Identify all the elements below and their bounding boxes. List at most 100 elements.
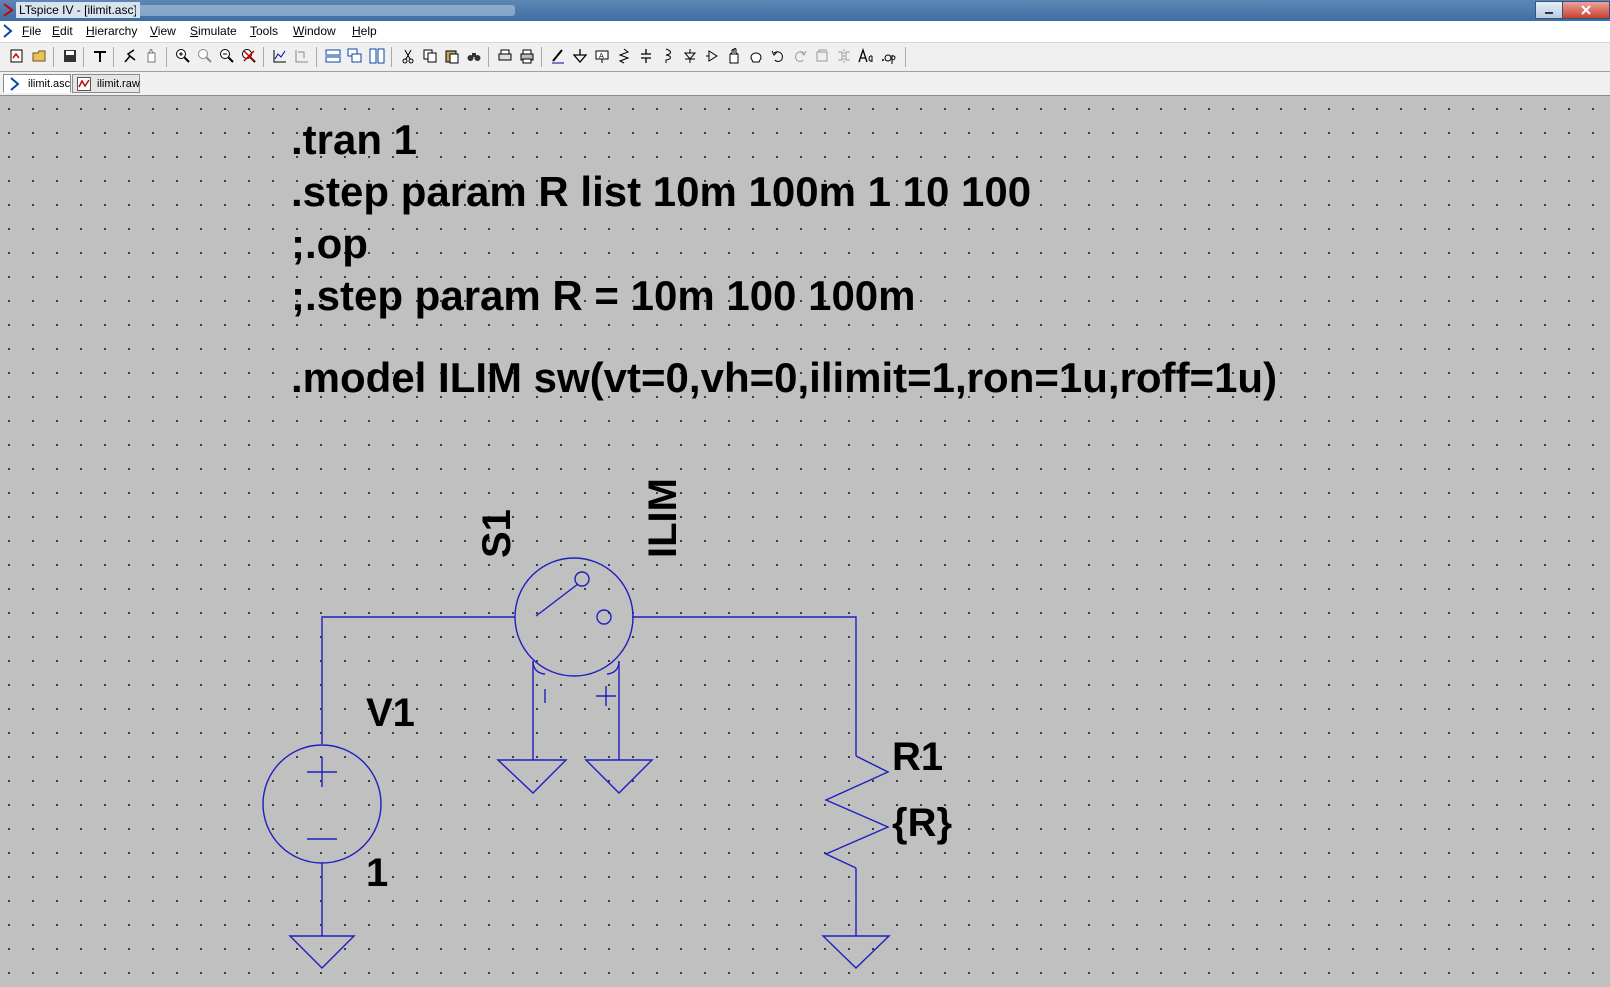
save-button[interactable] (62, 48, 78, 64)
document-tab-bar: ilimit.asc ilimit.raw (0, 72, 1610, 96)
toolbar: A (0, 43, 1610, 72)
resistor-button[interactable] (616, 48, 632, 64)
ltspice-app-icon (3, 3, 14, 17)
voltage-source-v1[interactable] (262, 744, 382, 864)
schematic-canvas[interactable]: .tran 1 .step param R list 10m 100m 1 10… (0, 96, 1610, 987)
halt-icon (147, 49, 156, 63)
autorange-button[interactable] (272, 48, 288, 64)
v1-instance-name[interactable]: V1 (366, 691, 415, 735)
wire-icon (552, 49, 564, 64)
undo-button[interactable] (770, 48, 786, 64)
run-button[interactable] (122, 48, 138, 64)
open-icon (32, 50, 46, 62)
cut-button[interactable] (400, 48, 416, 64)
capacitor-button[interactable] (638, 48, 654, 64)
spice-directive-button[interactable] (880, 48, 896, 64)
toolbar-separator (905, 47, 906, 67)
undo-icon (771, 50, 783, 62)
s1-instance-name[interactable]: S1 (475, 509, 519, 558)
print-setup-button[interactable] (497, 48, 513, 64)
redo-button[interactable] (792, 48, 808, 64)
find-icon (467, 53, 481, 61)
spice-directive-step[interactable]: .step param R list 10m 100m 1 10 100 (291, 168, 1032, 215)
zoom-back-icon (295, 50, 308, 63)
spice-comment-op[interactable]: ;.op (291, 220, 368, 267)
wire-button[interactable] (550, 48, 566, 64)
new-schematic-icon (10, 49, 23, 63)
inductor-icon (665, 48, 671, 63)
halt-button[interactable] (144, 48, 160, 64)
r1-instance-name[interactable]: R1 (892, 735, 944, 779)
new-schematic-button[interactable] (9, 48, 25, 64)
svg-text:A: A (599, 52, 604, 60)
s1-model-name[interactable]: ILIM (641, 478, 685, 558)
r1-value[interactable]: {R} (892, 801, 953, 845)
component-button[interactable] (704, 48, 720, 64)
label-net-button[interactable]: A (594, 48, 610, 64)
diode-icon (683, 49, 697, 63)
cascade-button[interactable] (347, 48, 363, 64)
tab-ilimit-raw[interactable]: ilimit.raw (72, 74, 140, 93)
ground-symbol-switch-plus[interactable] (584, 759, 654, 794)
inductor-button[interactable] (660, 48, 676, 64)
rotate-icon (816, 49, 828, 62)
redo-icon (795, 50, 807, 62)
print-icon (520, 49, 534, 64)
ground-symbol-v1[interactable] (288, 935, 356, 969)
menu-tools[interactable]: Tools (250, 24, 279, 38)
paste-button[interactable] (444, 48, 460, 64)
menu-edit[interactable]: Edit (52, 24, 73, 38)
zoom-in-button[interactable] (175, 48, 191, 64)
zoom-back-button[interactable] (294, 48, 310, 64)
tile-vertical-button[interactable] (369, 48, 385, 64)
print-setup-icon (498, 49, 512, 61)
print-button[interactable] (519, 48, 535, 64)
toolbar-separator (391, 47, 392, 67)
menu-view[interactable]: View (150, 24, 176, 38)
ground-symbol-switch-minus[interactable] (496, 759, 568, 794)
control-panel-icon (94, 51, 106, 62)
ground-button[interactable] (572, 48, 588, 64)
wire-v1-to-switch[interactable] (321, 616, 515, 744)
copy-button[interactable] (422, 48, 438, 64)
spice-directive-model[interactable]: .model ILIM sw(vt=0,vh=0,ilimit=1,ron=1u… (291, 354, 1278, 401)
zoom-out-button[interactable] (219, 48, 235, 64)
spice-comment-step[interactable]: ;.step param R = 10m 100 100m (291, 272, 916, 319)
cascade-icon (347, 48, 362, 63)
mirror-button[interactable] (836, 48, 852, 64)
toolbar-separator (316, 47, 317, 67)
minimize-button[interactable] (1535, 1, 1563, 19)
zoom-fit-button[interactable] (241, 48, 257, 64)
drag-button[interactable] (748, 48, 764, 64)
toolbar-separator (263, 47, 264, 67)
tab-label: ilimit.raw (97, 78, 140, 90)
find-button[interactable] (466, 48, 482, 64)
close-button[interactable] (1562, 1, 1610, 19)
diode-button[interactable] (682, 48, 698, 64)
document-system-menu-icon[interactable] (2, 24, 14, 38)
circuit-drawing (262, 557, 891, 969)
resistor-r1[interactable] (824, 755, 890, 869)
menu-hierarchy[interactable]: Hierarchy (86, 24, 138, 38)
menu-window[interactable]: Window (293, 24, 336, 38)
menu-simulate[interactable]: Simulate (190, 24, 237, 38)
text-button[interactable] (858, 48, 874, 64)
spice-directive-tran[interactable]: .tran 1 (291, 116, 418, 163)
zoom-out-icon (220, 49, 234, 63)
control-panel-button[interactable] (92, 48, 108, 64)
menu-help[interactable]: Help (352, 24, 377, 38)
menu-file[interactable]: File (22, 24, 42, 38)
wire-switch-to-r1[interactable] (632, 616, 857, 756)
ground-symbol-r1[interactable] (821, 935, 891, 969)
open-button[interactable] (32, 48, 48, 64)
tab-ilimit-asc[interactable]: ilimit.asc (3, 74, 71, 93)
toolbar-separator (113, 47, 114, 67)
voltage-controlled-switch-s1[interactable] (514, 557, 634, 760)
move-button[interactable] (726, 48, 742, 64)
pan-button[interactable] (197, 48, 213, 64)
waveform-icon (77, 77, 91, 91)
v1-value[interactable]: 1 (366, 851, 389, 895)
rotate-button[interactable] (814, 48, 830, 64)
tile-horizontal-button[interactable] (325, 48, 341, 64)
title-bar: LTspice IV - [ilimit.asc] (0, 0, 1610, 21)
